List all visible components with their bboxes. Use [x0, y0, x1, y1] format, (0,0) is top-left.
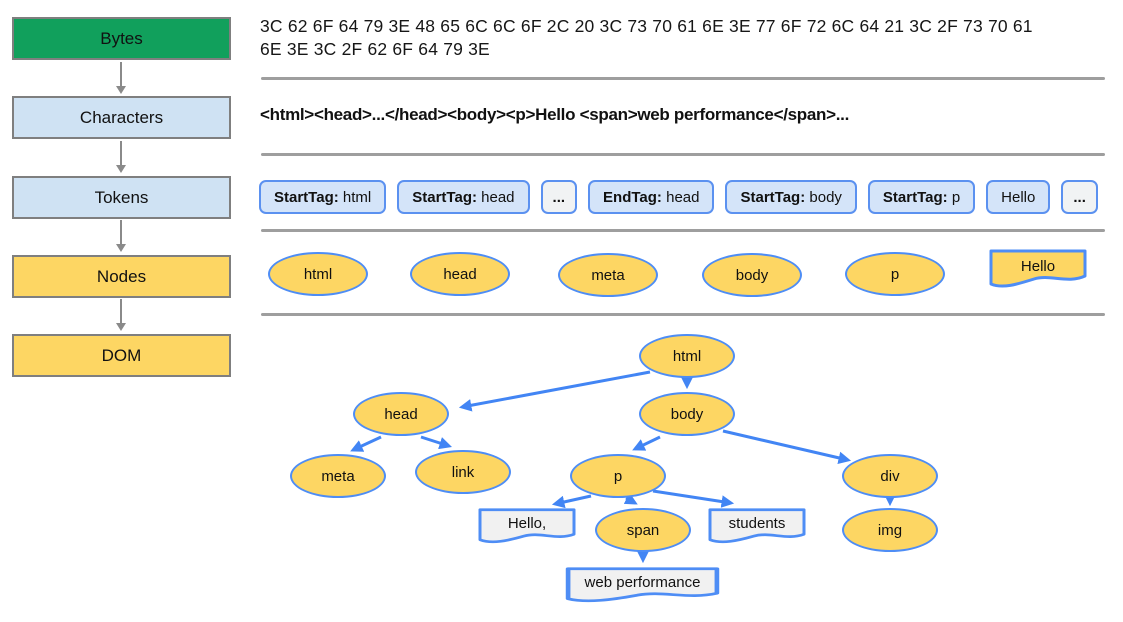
node-label: p: [613, 467, 623, 485]
flow-arrow-nodes-dom: [116, 299, 126, 331]
bytes-hex-line-1: 3C 62 6F 64 79 3E 48 65 6C 6C 6F 2C 20 3…: [260, 16, 1033, 36]
tree-node-head: head: [353, 392, 449, 436]
text-node-shape: [565, 567, 720, 603]
token-prefix: EndTag:: [603, 188, 662, 206]
arrow-p-hello: [551, 494, 592, 509]
token-value: ...: [1073, 188, 1086, 206]
stage-dom: DOM: [12, 334, 231, 377]
node-p: p: [845, 252, 945, 296]
flow-arrow-tokens-nodes: [116, 220, 126, 252]
flow-arrow-bytes-characters: [116, 62, 126, 94]
token-prefix: StartTag:: [274, 188, 339, 206]
token-value: Hello: [1001, 188, 1036, 206]
node-label: head: [443, 265, 477, 283]
node-label: students: [728, 514, 786, 532]
token-text-hello: Hello: [986, 180, 1051, 214]
node-label: Hello: [1020, 257, 1056, 275]
node-label: div: [880, 467, 900, 485]
token-prefix: StartTag:: [882, 188, 948, 206]
node-label: html: [303, 265, 333, 283]
stage-bytes-label: Bytes: [100, 28, 143, 48]
tree-node-span: span: [595, 508, 691, 552]
token-ellipsis-1: ...: [540, 180, 578, 214]
text-node-shape: [708, 508, 806, 544]
token-value: p: [947, 188, 961, 206]
arrow-p-span: [623, 492, 638, 505]
tree-node-body: body: [639, 392, 735, 436]
token-value: body: [805, 188, 842, 206]
node-label: meta: [321, 467, 355, 485]
tokens-row: StartTag: html StartTag: head ... EndTag…: [259, 180, 1098, 214]
arrow-html-head: [458, 370, 651, 412]
bytes-hex-text: 3C 62 6F 64 79 3E 48 65 6C 6C 6F 2C 20 3…: [260, 15, 1110, 61]
token-value: ...: [552, 188, 566, 206]
node-label: p: [890, 265, 900, 283]
flow-arrow-characters-tokens: [116, 141, 126, 173]
token-starttag-html: StartTag: html: [259, 180, 387, 214]
node-head: head: [410, 252, 510, 296]
tree-node-html: html: [639, 334, 735, 378]
node-label: span: [626, 521, 660, 539]
node-html: html: [268, 252, 368, 296]
tree-text-node-students: students: [707, 507, 807, 547]
tree-node-img: img: [842, 508, 938, 552]
divider-nodes-dom: [261, 313, 1105, 316]
stage-nodes-label: Nodes: [96, 266, 147, 286]
node-label: head: [384, 405, 418, 423]
node-label: meta: [591, 266, 625, 284]
token-starttag-body: StartTag: body: [725, 180, 857, 214]
stage-tokens-label: Tokens: [94, 187, 149, 207]
node-meta: meta: [558, 253, 658, 297]
stage-characters-label: Characters: [79, 107, 164, 127]
tree-node-div: div: [842, 454, 938, 498]
stage-tokens: Tokens: [12, 176, 231, 219]
token-starttag-p: StartTag: p: [867, 180, 976, 214]
arrow-head-link: [420, 435, 452, 450]
stage-nodes: Nodes: [12, 255, 231, 298]
token-endtag-head: EndTag: head: [588, 180, 715, 214]
token-value: html: [338, 188, 372, 206]
arrow-p-students: [652, 489, 735, 508]
tree-text-node-hello: Hello,: [477, 507, 577, 547]
arrow-body-div: [722, 429, 852, 465]
bytes-hex-line-2: 6E 3E 3C 2F 62 6F 64 79 3E: [260, 39, 490, 59]
divider-tokens-nodes: [261, 229, 1105, 232]
tree-text-node-web-performance: web performance: [565, 566, 720, 606]
token-prefix: StartTag:: [412, 188, 477, 206]
token-prefix: StartTag:: [740, 188, 806, 206]
node-label: body: [670, 405, 704, 423]
token-ellipsis-2: ...: [1061, 180, 1098, 214]
token-starttag-head: StartTag: head: [397, 180, 530, 214]
tree-node-meta: meta: [290, 454, 386, 498]
arrow-body-p: [632, 435, 661, 451]
node-label: body: [735, 266, 769, 284]
token-value: head: [661, 188, 700, 206]
divider-bytes-characters: [261, 77, 1105, 80]
stage-dom-label: DOM: [101, 345, 142, 365]
arrow-head-meta: [350, 435, 382, 452]
stage-characters: Characters: [12, 96, 231, 139]
node-label: img: [877, 521, 903, 539]
stage-bytes: Bytes: [12, 17, 231, 60]
text-node-shape: [989, 249, 1087, 288]
token-value: head: [476, 188, 515, 206]
characters-markup-text: <html><head>...</head><body><p>Hello <sp…: [260, 105, 850, 124]
node-text-hello: Hello: [988, 248, 1088, 292]
node-label: Hello,: [507, 514, 547, 532]
divider-characters-tokens: [261, 153, 1105, 156]
node-body: body: [702, 253, 802, 297]
node-label: web performance: [584, 573, 701, 591]
node-label: link: [451, 463, 475, 481]
text-node-shape: [478, 508, 576, 544]
tree-node-link: link: [415, 450, 511, 494]
node-label: html: [672, 347, 702, 365]
tree-node-p: p: [570, 454, 666, 498]
